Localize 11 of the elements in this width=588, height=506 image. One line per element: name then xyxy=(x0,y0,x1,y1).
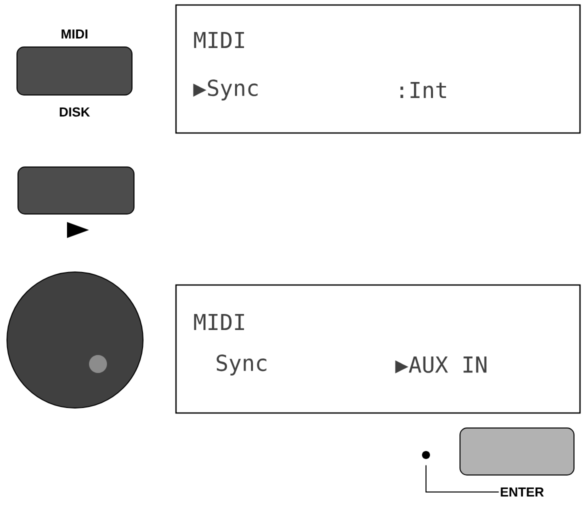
lcd-display: MIDI ▶Sync :Int xyxy=(175,4,581,134)
button xyxy=(18,166,134,214)
indicator-dot xyxy=(422,451,430,459)
node-label: DISK xyxy=(60,107,90,117)
button: MIDI DISK xyxy=(16,30,132,117)
leader-line xyxy=(426,464,500,492)
node-label: ENTER xyxy=(500,488,544,496)
lcd-display: MIDI Sync ▶AUX IN xyxy=(175,284,581,414)
button: ENTER xyxy=(460,428,574,496)
node-label: MIDI xyxy=(62,30,88,38)
dial xyxy=(6,272,144,408)
